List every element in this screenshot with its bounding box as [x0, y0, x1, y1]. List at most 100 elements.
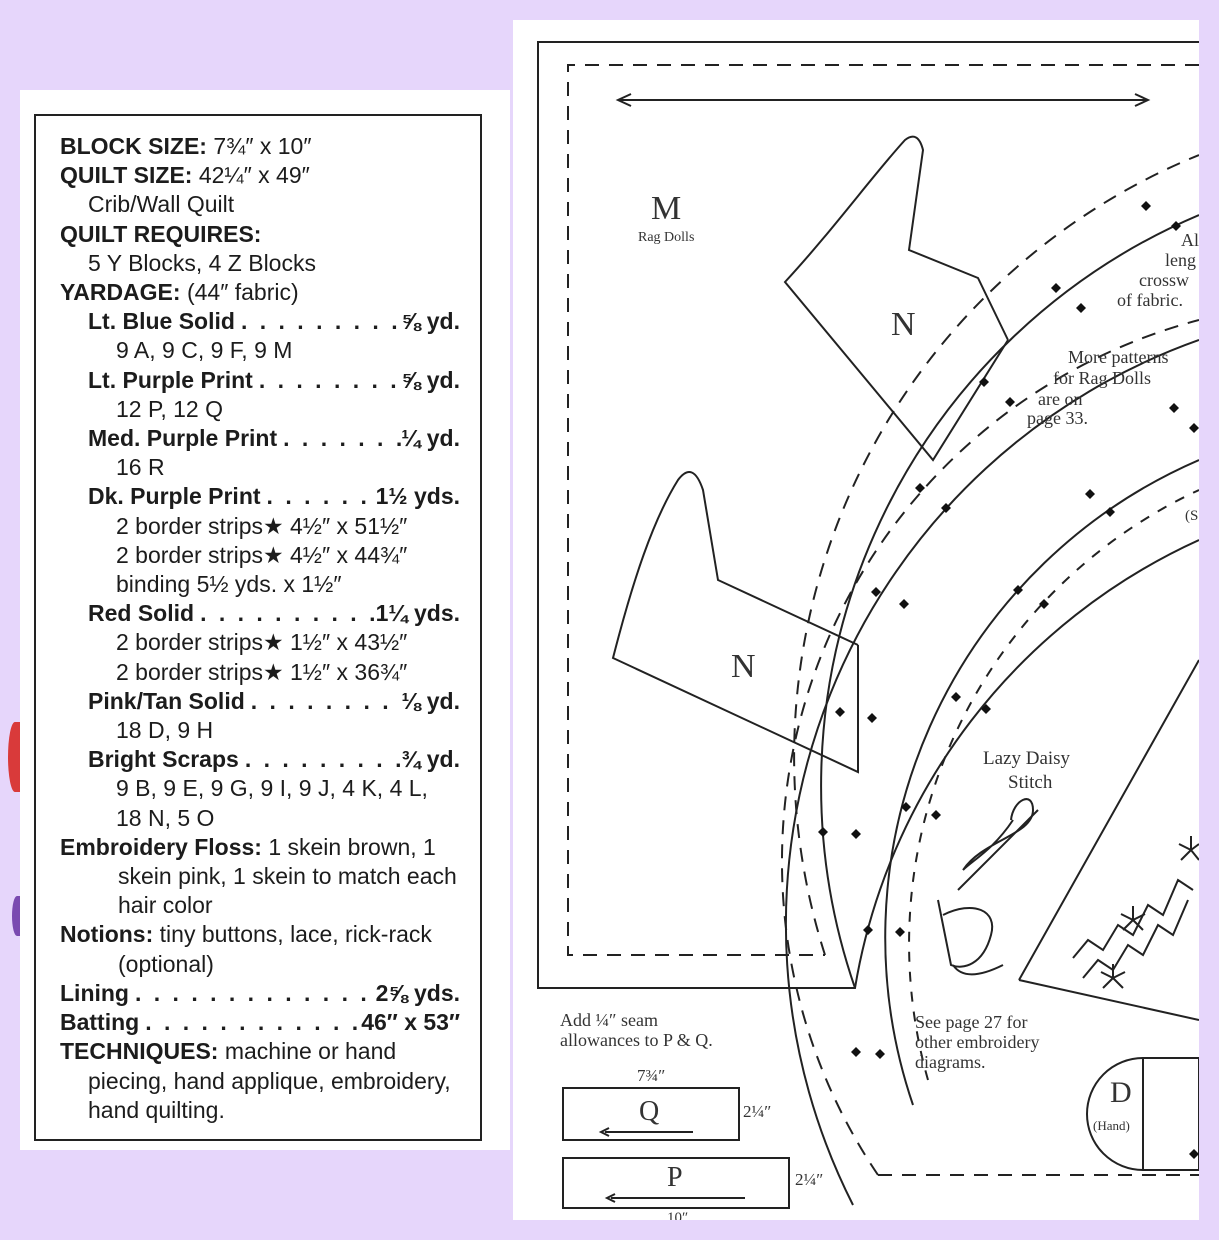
embroidery-triangle	[1018, 659, 1199, 1021]
cuts-text: binding 5½ yds. x 1½″	[116, 571, 342, 598]
template-m-seam	[567, 64, 1199, 956]
arc-solid-1	[820, 214, 1199, 989]
techniques-row: TECHNIQUES: machine or hand piecing, han…	[60, 1037, 460, 1125]
match-notches	[818, 201, 1199, 1159]
fabric-red: Red Solid1¼ yds.	[60, 599, 460, 628]
fabric-cuts: 2 border strips★ 1½″ x 36¾″	[60, 658, 460, 687]
requirements-box: BLOCK SIZE: 7¾″ x 10″ QUILT SIZE: 42¼″ x…	[34, 114, 482, 1141]
embroidery-note-line: diagrams.	[915, 1052, 986, 1072]
p-width-label: 10″	[667, 1210, 689, 1220]
quilt-size-row: QUILT SIZE: 42¼″ x 49″	[60, 161, 460, 190]
template-n-label: N	[891, 306, 916, 343]
requires-value: 5 Y Blocks, 4 Z Blocks	[60, 249, 460, 278]
fabric-cuts: 12 P, 12 Q	[60, 395, 460, 424]
fabric-name: Bright Scraps	[88, 746, 239, 773]
fabric-cuts: binding 5½ yds. x 1½″	[60, 570, 460, 599]
fabric-cuts: 18 N, 5 O	[60, 804, 460, 833]
template-n-lower	[611, 471, 859, 774]
fabric-amount: ⅝ yd.	[401, 366, 460, 393]
leader-dots	[194, 599, 376, 628]
quilt-type-text: Crib/Wall Quilt	[88, 191, 235, 218]
q-height-label: 2¼″	[743, 1102, 772, 1121]
cuts-text: 18 N, 5 O	[116, 804, 215, 831]
flower-icon	[1120, 906, 1146, 931]
notions-value: tiny buttons, lace, rick-rack (optional)	[118, 921, 432, 977]
fabric-name: Dk. Purple Print	[88, 483, 261, 510]
leader-dots	[129, 979, 376, 1008]
batting-value: 46″ x 53″	[361, 1009, 460, 1036]
seam-note-line: allowances to P & Q.	[560, 1030, 713, 1050]
embroidery-note-line: other embroidery	[915, 1032, 1040, 1052]
lining-value: 2⅝ yds.	[375, 979, 460, 1006]
arc-solid-2	[784, 339, 1199, 1206]
floss-label: Embroidery Floss:	[60, 833, 262, 860]
arc-dashed-4	[908, 489, 1199, 1081]
more-patterns-line: are on	[1038, 389, 1083, 409]
requires-label: QUILT REQUIRES:	[60, 220, 262, 247]
cuts-text: 2 border strips★ 1½″ x 43½″	[116, 629, 408, 656]
fabric-pink-tan: Pink/Tan Solid⅛ yd.	[60, 687, 460, 716]
floss-value: 1 skein brown, 1 skein pink, 1 skein to …	[118, 833, 457, 919]
requires-row: QUILT REQUIRES:	[60, 220, 460, 249]
grain-note-line: leng	[1165, 250, 1196, 270]
template-d	[1086, 1057, 1199, 1171]
template-m-outline	[537, 41, 1199, 989]
grain-note-line: of fabric.	[1117, 290, 1183, 310]
yardage-label: YARDAGE:	[60, 279, 181, 306]
p-height-label: 2¼″	[795, 1170, 824, 1189]
block-size-value: 7¾″ x 10″	[213, 133, 312, 159]
template-n-upper	[783, 135, 1009, 462]
p-grain-arrow	[604, 1193, 745, 1203]
grain-note-line: crossw	[1139, 270, 1189, 290]
more-patterns-line: More patterns	[1068, 347, 1169, 367]
leader-dots	[253, 366, 401, 395]
template-n-label: N	[731, 648, 756, 685]
seam-note-line: Add ¼″ seam	[560, 1010, 658, 1030]
template-q-label: Q	[639, 1096, 660, 1127]
yardage-row: YARDAGE: (44″ fabric)	[60, 278, 460, 307]
quilt-type: Crib/Wall Quilt	[60, 190, 460, 219]
embroidery-note-line: See page 27 for	[915, 1012, 1028, 1032]
fabric-amount: ¼ yd.	[401, 425, 460, 452]
needle-icon	[957, 809, 1039, 891]
fabric-cuts: 9 A, 9 C, 9 F, 9 M	[60, 336, 460, 365]
requires-text: 5 Y Blocks, 4 Z Blocks	[88, 249, 316, 276]
cuts-text: 2 border strips★ 4½″ x 44¾″	[116, 541, 408, 568]
fabric-cuts: 2 border strips★ 4½″ x 51½″	[60, 512, 460, 541]
fabric-amount: ¾ yd.	[401, 746, 460, 773]
arc-solid-3	[884, 459, 1199, 1106]
fabric-cuts: 2 border strips★ 4½″ x 44¾″	[60, 541, 460, 570]
fabric-med-purple: Med. Purple Print¼ yd.	[60, 424, 460, 453]
lazy-daisy-line: Stitch	[1008, 772, 1053, 793]
more-patterns-line: for Rag Dolls	[1053, 368, 1151, 388]
fabric-cuts: 9 B, 9 E, 9 G, 9 I, 9 J, 4 K, 4 L,	[60, 774, 460, 803]
leader-dots	[261, 482, 376, 511]
batting-row: Batting46″ x 53″	[60, 1008, 460, 1037]
template-m-label: M	[651, 190, 682, 227]
requirements-card: BLOCK SIZE: 7¾″ x 10″ QUILT SIZE: 42¼″ x…	[20, 90, 510, 1150]
fabric-amount: 1½ yds.	[375, 483, 460, 510]
fabric-amount: ⅝ yd.	[401, 308, 460, 335]
block-size-label: BLOCK SIZE:	[60, 133, 207, 159]
flower-icon	[1178, 836, 1199, 861]
s-fragment: (S	[1185, 508, 1199, 524]
template-d-label: D	[1110, 1076, 1132, 1109]
rickrack-stitch	[1072, 878, 1194, 979]
cuts-text: 2 border strips★ 4½″ x 51½″	[116, 512, 408, 539]
floss-row: Embroidery Floss: 1 skein brown, 1 skein…	[60, 833, 460, 921]
block-size-row: BLOCK SIZE: 7¾″ x 10″	[60, 132, 460, 161]
leader-dots	[277, 424, 401, 453]
fabric-cuts: 18 D, 9 H	[60, 716, 460, 745]
cuts-text: 2 border strips★ 1½″ x 36¾″	[116, 658, 408, 685]
fabric-name: Pink/Tan Solid	[88, 687, 245, 714]
fabric-amount: 1¼ yds.	[375, 600, 460, 627]
lining-label: Lining	[60, 979, 129, 1006]
arc-dashed-inner	[780, 319, 1199, 1176]
template-p-label: P	[667, 1162, 683, 1193]
template-m-caption: Rag Dolls	[638, 230, 695, 245]
embroidery-hand-icon	[937, 899, 1004, 976]
fabric-lt-purple: Lt. Purple Print⅝ yd.	[60, 366, 460, 395]
cuts-text: 12 P, 12 Q	[116, 395, 223, 422]
lazy-daisy-icon	[962, 798, 1035, 871]
grain-arrow-head	[615, 93, 1151, 107]
